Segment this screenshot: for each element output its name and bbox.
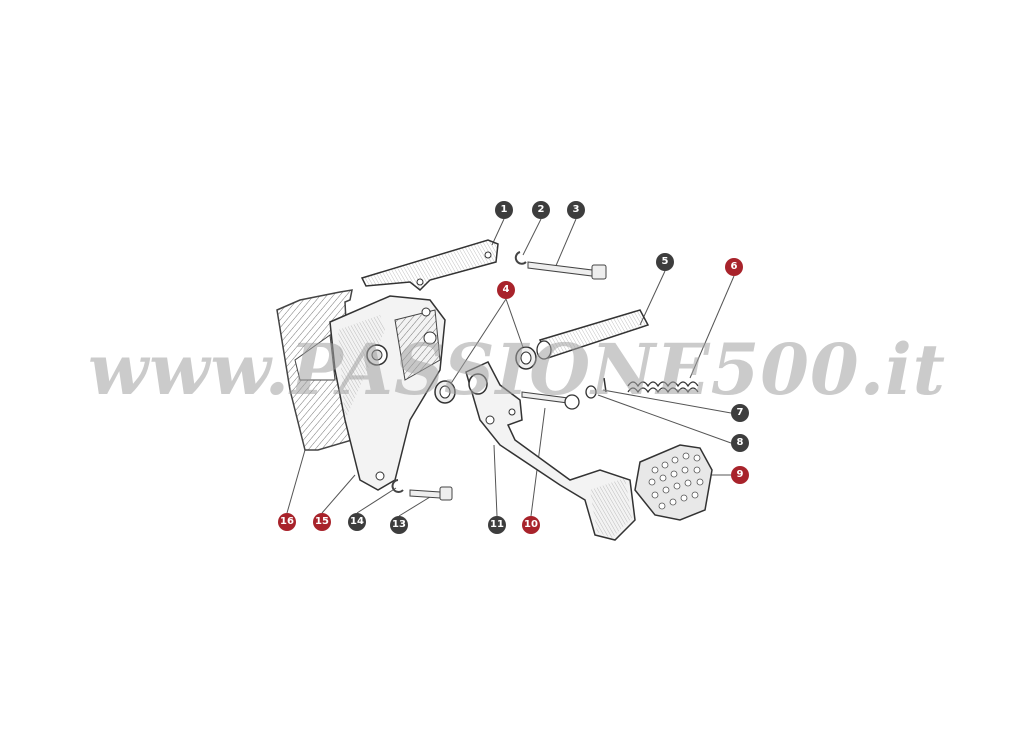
callout-badge-13: 13 — [390, 516, 408, 534]
part-15-bracket — [329, 295, 446, 491]
callout-badge-10: 10 — [522, 516, 540, 534]
part-4-bushings — [434, 346, 537, 404]
leader-lines — [286, 218, 735, 517]
part-2-clip — [514, 251, 527, 265]
part-11-pedal-arm — [465, 361, 636, 541]
part-7-pin — [603, 377, 607, 393]
part-8-washer — [585, 385, 597, 399]
part-3-bolt — [527, 261, 607, 280]
callout-badge-8: 8 — [731, 434, 749, 452]
callout-badge-2: 2 — [532, 201, 550, 219]
callout-badge-4: 4 — [497, 281, 515, 299]
part-9-pedal-pad — [634, 444, 713, 521]
callout-badge-15: 15 — [313, 513, 331, 531]
callout-badge-11: 11 — [488, 516, 506, 534]
callout-badge-7: 7 — [731, 404, 749, 422]
part-6-spring — [627, 381, 699, 394]
callout-badge-9: 9 — [731, 466, 749, 484]
callout-badge-14: 14 — [348, 513, 366, 531]
part-14-clip — [391, 479, 404, 493]
part-5-tube — [536, 309, 650, 360]
part-13-bolt — [409, 486, 453, 501]
callout-badge-6: 6 — [725, 258, 743, 276]
part-10-bolt — [521, 391, 580, 410]
callout-badge-1: 1 — [495, 201, 513, 219]
callout-badge-5: 5 — [656, 253, 674, 271]
callout-badge-16: 16 — [278, 513, 296, 531]
callout-badge-3: 3 — [567, 201, 585, 219]
part-1-strip — [360, 239, 499, 292]
